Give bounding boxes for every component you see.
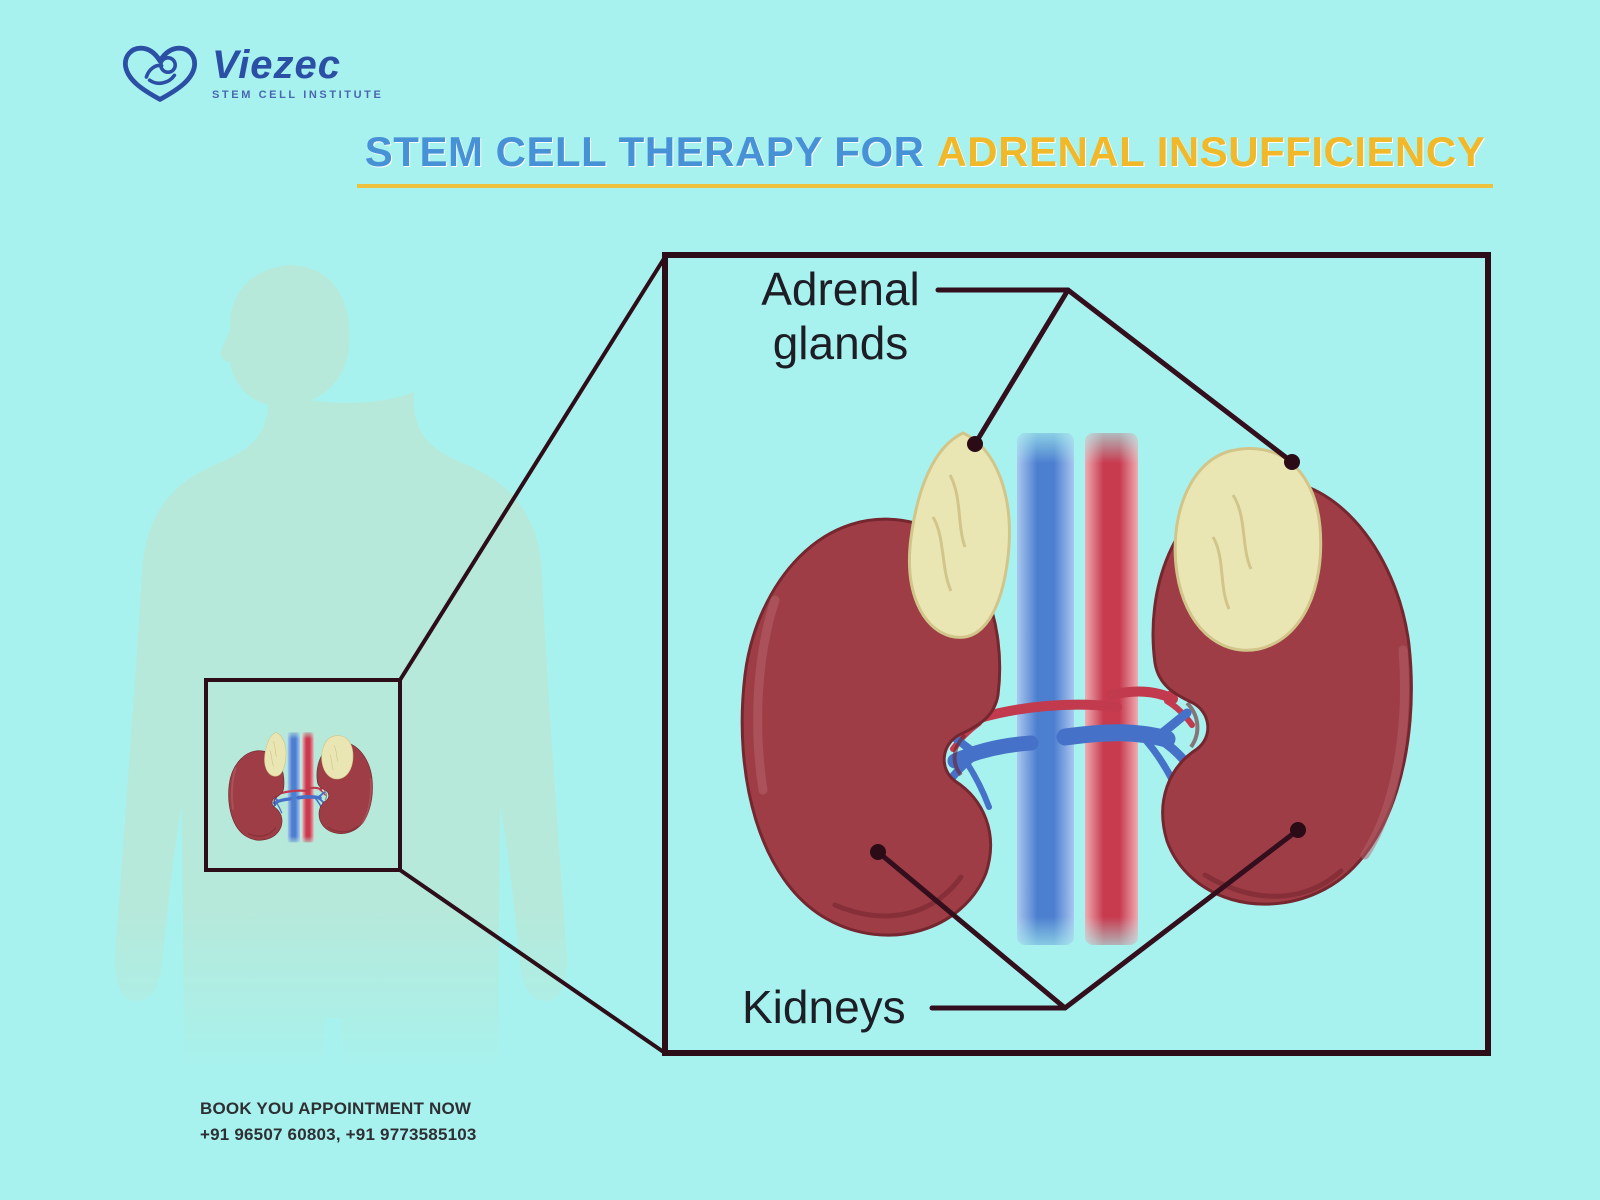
kidney-pointer-lines xyxy=(875,827,1301,1011)
brand-name: Viezec xyxy=(212,43,342,87)
locator-box xyxy=(204,678,402,872)
title-highlight: ADRENAL INSUFFICIENCY xyxy=(936,128,1486,175)
pointer-dots xyxy=(870,436,1306,860)
silhouette-head xyxy=(220,265,350,406)
label-adrenal-glands: Adrenal glands xyxy=(761,263,920,370)
brand-tagline: STEM CELL INSTITUTE xyxy=(212,89,384,101)
label-kidneys: Kidneys xyxy=(742,981,906,1033)
adrenal-pointer-lines xyxy=(935,287,1295,465)
zoom-line-top xyxy=(398,255,667,682)
logo: Viezec STEM CELL INSTITUTE xyxy=(120,40,383,106)
footer: BOOK YOU APPOINTMENT NOW +91 96507 60803… xyxy=(200,1096,477,1147)
zoom-line-bottom xyxy=(398,868,667,1055)
silhouette-torso xyxy=(115,392,567,1065)
title-prefix: STEM CELL THERAPY FOR xyxy=(364,128,925,175)
zoom-connectors xyxy=(398,255,667,1055)
body-silhouette xyxy=(115,265,567,1065)
detail-box xyxy=(662,252,1491,1056)
footer-phones: +91 96507 60803, +91 9773585103 xyxy=(200,1124,477,1144)
anatomy-detail xyxy=(742,433,1411,945)
footer-cta: BOOK YOU APPOINTMENT NOW xyxy=(200,1099,472,1118)
logo-text: Viezec STEM CELL INSTITUTE xyxy=(212,45,383,101)
viezec-logo-icon xyxy=(123,45,197,102)
